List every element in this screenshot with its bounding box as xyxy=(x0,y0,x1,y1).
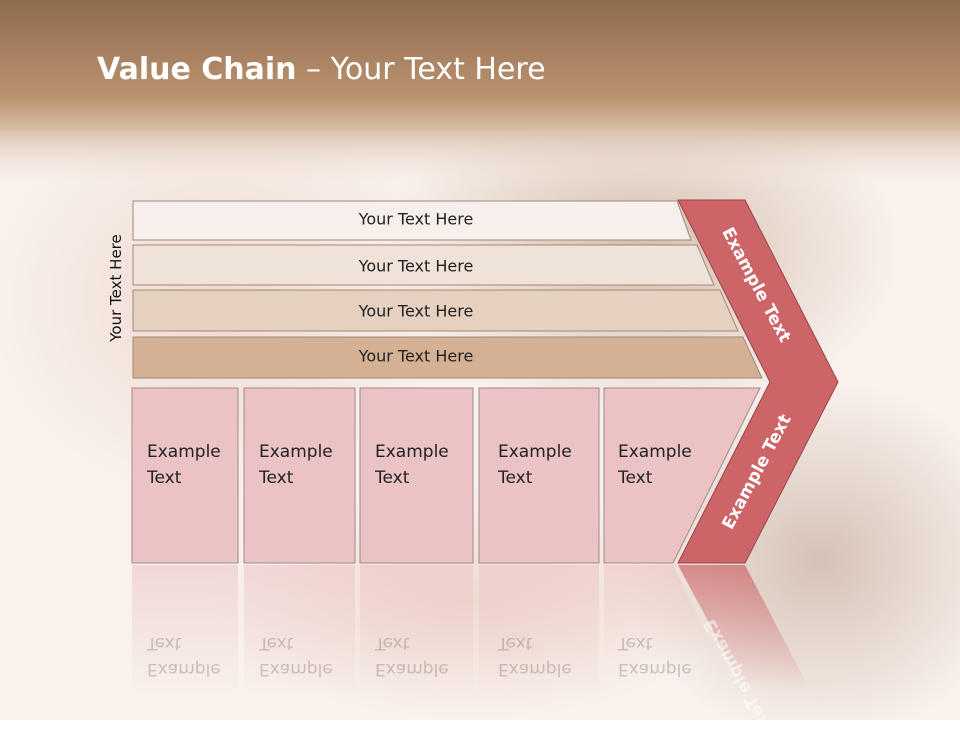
row-bar-3 xyxy=(132,289,739,332)
row-bar-4 xyxy=(132,336,763,379)
row-label-3: Your Text Here xyxy=(358,301,474,321)
chevron-arrow xyxy=(677,199,839,564)
example-box-5 xyxy=(603,387,761,564)
example-box-2 xyxy=(243,387,356,564)
slide-title: Value Chain – Your Text Here xyxy=(97,52,546,87)
row-label-1: Your Text Here xyxy=(358,209,474,229)
row-label-4: Your Text Here xyxy=(358,346,474,366)
example-box-4 xyxy=(478,387,600,564)
title-rest: – Your Text Here xyxy=(296,52,546,87)
example-box-1 xyxy=(131,387,239,564)
row-bar-1 xyxy=(132,200,692,241)
title-bold: Value Chain xyxy=(97,52,297,87)
row-label-2: Your Text Here xyxy=(358,256,474,276)
side-label: Your Text Here xyxy=(107,234,125,342)
slide-background xyxy=(0,0,960,720)
row-bar-2 xyxy=(132,244,715,286)
example-box-3 xyxy=(359,387,474,564)
header-band xyxy=(0,0,960,130)
